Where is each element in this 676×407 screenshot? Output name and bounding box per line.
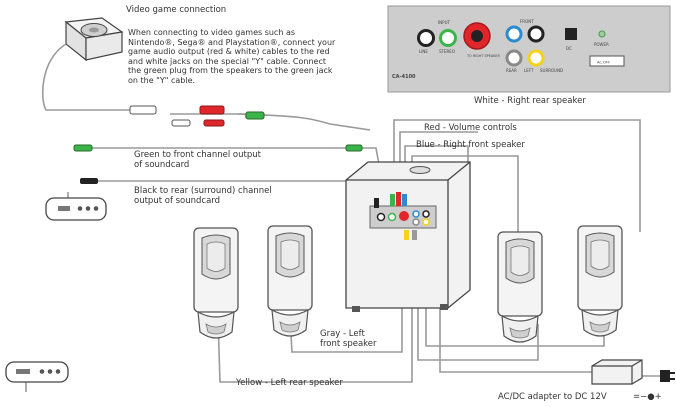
plug-icon xyxy=(660,370,675,382)
speaker-icon xyxy=(497,231,543,343)
green-front-output-label: Green to front channel output xyxy=(134,150,261,160)
panel-surround-label: SURROUND xyxy=(540,68,563,73)
blue-right-front-label: Blue - Right front speaker xyxy=(416,140,525,150)
black-rear-output-label: output of soundcard xyxy=(134,196,221,206)
game-connection-line: Nintendo®, Sega® and Playstation®, conne… xyxy=(128,37,336,47)
white-right-rear-label: White - Right rear speaker xyxy=(474,96,586,106)
speaker-icon xyxy=(193,227,239,339)
gray-left-front-label: Gray - Left xyxy=(320,329,365,339)
panel-dc-label: DC xyxy=(566,46,572,51)
panel-speaker-label: TO RIGHT SPEAKER xyxy=(466,54,501,58)
panel-rear-label: REAR xyxy=(506,68,517,73)
panel-left-label: LEFT xyxy=(524,68,534,73)
game-console-icon xyxy=(64,17,124,62)
subwoofer-back-panel: CA-4100 INPUT LINE STEREO TO RIGHT SPEAK… xyxy=(387,5,671,93)
green-front-output-label: of soundcard xyxy=(134,160,190,170)
game-connection-line: game audio output (red & white) cables t… xyxy=(128,47,330,57)
game-connection-line: on the "Y" cable. xyxy=(128,76,196,85)
game-connection-line: the green plug from the speakers to the … xyxy=(128,66,333,76)
panel-switch-label: AC OFF xyxy=(597,61,610,65)
panel-input-label: INPUT xyxy=(438,20,451,25)
subwoofer-icon xyxy=(345,161,471,312)
gray-left-front-label: front speaker xyxy=(320,339,377,349)
soundcard-icon xyxy=(5,361,69,383)
speaker-icon xyxy=(267,225,313,337)
y-cable-plugs xyxy=(73,105,363,184)
power-adapter-icon xyxy=(591,359,643,385)
game-connection-title: Video game connection xyxy=(126,5,227,15)
panel-model-label: CA-4100 xyxy=(392,74,416,80)
black-rear-output-label: Black to rear (surround) channel xyxy=(134,186,272,196)
yellow-left-rear-label: Yellow - Left rear speaker xyxy=(236,378,343,388)
red-volume-label: Red - Volume controls xyxy=(424,123,517,133)
game-connection-line: and white jacks on the special "Y" cable… xyxy=(128,56,327,66)
game-connection-line: When connecting to video games such as xyxy=(128,28,296,37)
panel-line-label: LINE xyxy=(419,49,428,54)
soundcard-icon xyxy=(45,197,107,221)
dc-polarity-icon: =−●+ xyxy=(633,392,662,402)
adapter-label: AC/DC adapter to DC 12V xyxy=(498,392,607,402)
panel-power-label: POWER xyxy=(594,42,609,47)
panel-front-label: FRONT xyxy=(520,19,534,24)
panel-stereo-label: STEREO xyxy=(439,49,455,54)
speaker-icon xyxy=(577,225,623,337)
